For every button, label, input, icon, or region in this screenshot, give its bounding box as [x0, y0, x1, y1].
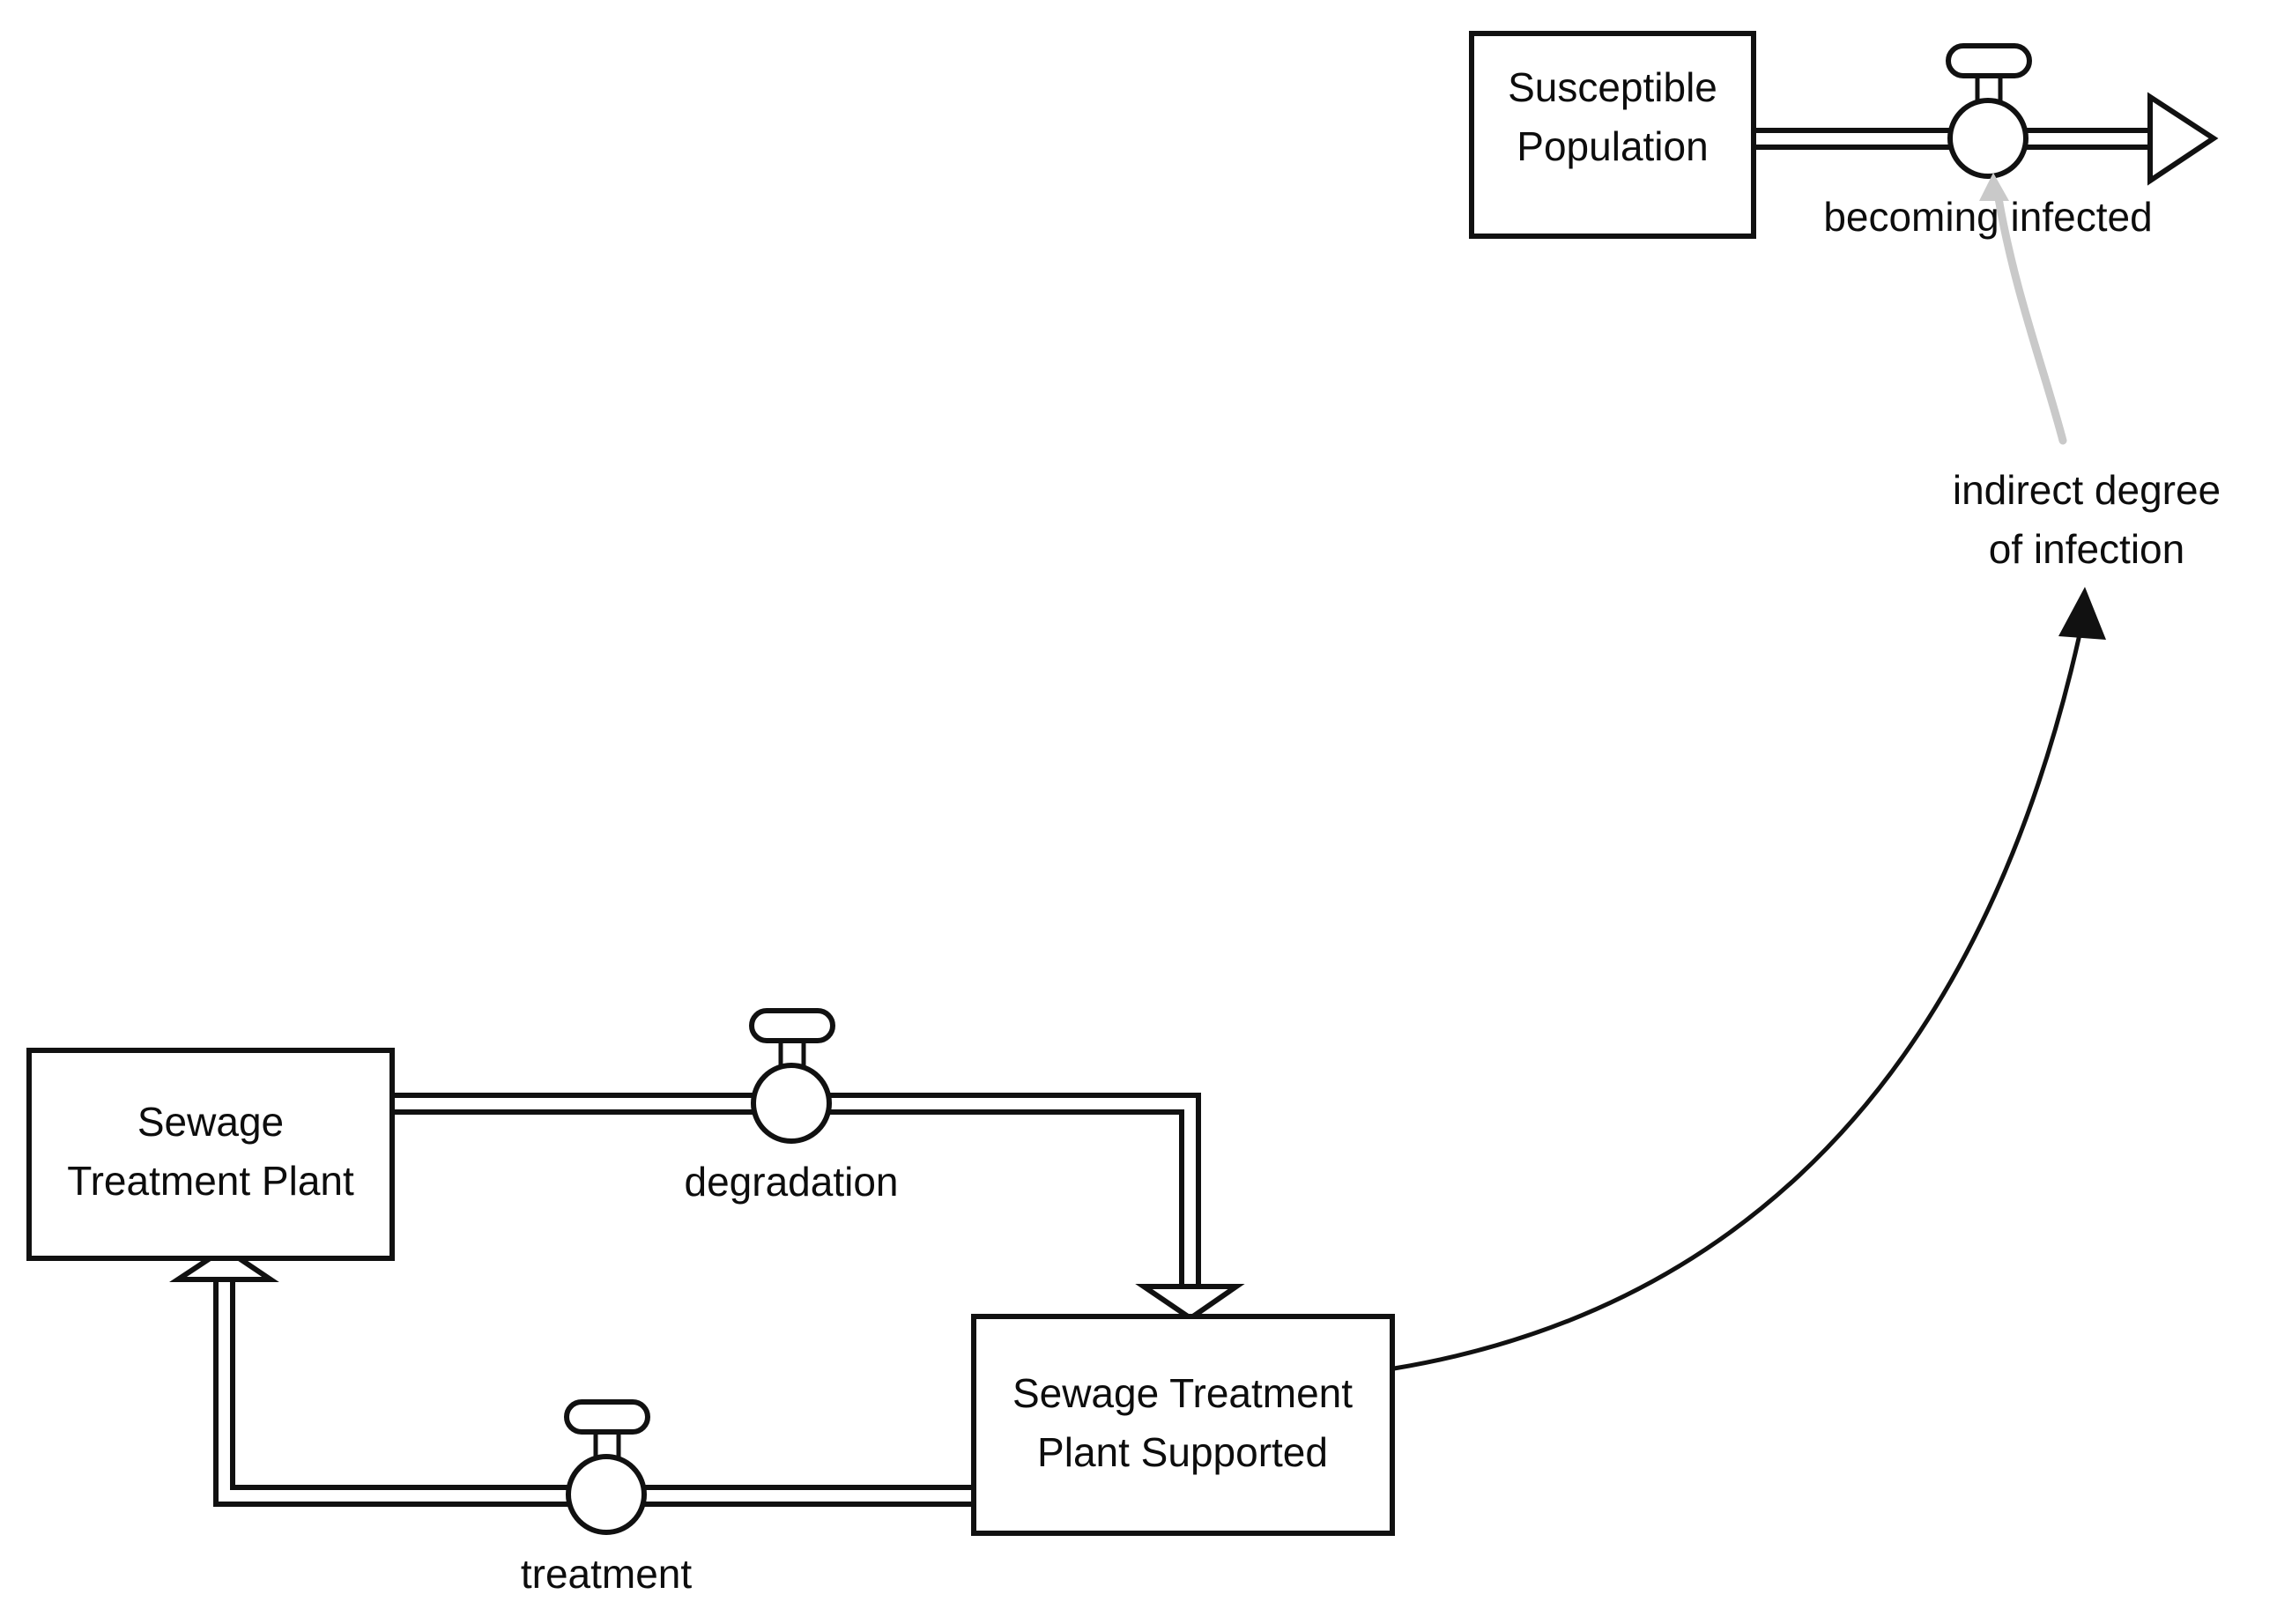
valve-cap-becoming-infected — [1946, 43, 2032, 78]
aux-indirect-degree-of-infection[interactable]: indirect degree of infection — [1953, 467, 2221, 572]
flow-arrowhead-into-supported-icon — [1135, 1284, 1245, 1322]
causal-gray-arrowhead-icon — [1979, 173, 2009, 201]
pipe-outer-line-treatment-left — [213, 1273, 644, 1507]
causal-link-supported-to-indirect-degree — [1393, 587, 2106, 1371]
flow-label-becoming-infected: becoming infected — [1823, 194, 2152, 240]
valve-treatment[interactable] — [564, 1399, 650, 1535]
valve-becoming-infected[interactable] — [1946, 43, 2032, 179]
stock-box-sewage-treatment-plant — [26, 1048, 395, 1261]
stock-label-susceptible-population-line2: Population — [1517, 123, 1708, 169]
causal-gray-curve — [1994, 194, 2067, 445]
pipe-inner-line-treatment-left — [230, 1273, 644, 1490]
flow-arrowhead-into-plant-icon — [169, 1245, 279, 1282]
stock-sewage-treatment-plant-supported[interactable]: Sewage Treatment Plant Supported — [971, 1314, 1395, 1536]
valve-cap-treatment — [564, 1399, 650, 1435]
causal-black-curve — [1393, 634, 2082, 1371]
causal-black-arrowhead-icon — [2058, 587, 2106, 640]
stock-susceptible-population[interactable]: Susceptible Population — [1469, 31, 1756, 239]
valve-circle-treatment — [566, 1454, 647, 1535]
stock-label-supported-line2: Plant Supported — [1037, 1429, 1328, 1475]
stock-label-susceptible-population-line1: Susceptible — [1508, 64, 1717, 110]
valve-degradation[interactable] — [749, 1008, 835, 1144]
flow-pipe-becoming-infected — [1752, 92, 2219, 186]
flow-pipe-treatment — [169, 1245, 972, 1507]
flow-pipe-degradation — [390, 1093, 1245, 1322]
stock-label-sewage-treatment-plant-line1: Sewage — [137, 1099, 284, 1145]
flow-label-degradation: degradation — [685, 1159, 899, 1205]
aux-label-indirect-degree-line1: indirect degree — [1953, 467, 2221, 513]
pipe-inner-line-degradation-right — [829, 1109, 1184, 1294]
pipe-outer-line-degradation-right — [829, 1093, 1201, 1294]
stock-box-sewage-treatment-plant-supported — [971, 1314, 1395, 1536]
stock-sewage-treatment-plant[interactable]: Sewage Treatment Plant — [26, 1048, 395, 1261]
stock-label-sewage-treatment-plant-line2: Treatment Plant — [67, 1158, 354, 1204]
stock-box-susceptible-population — [1469, 31, 1756, 239]
causal-link-indirect-degree-to-becoming-infected — [1979, 173, 2067, 445]
valve-circle-degradation — [751, 1063, 832, 1144]
aux-label-indirect-degree-line2: of infection — [1989, 526, 2184, 572]
stock-label-supported-line1: Sewage Treatment — [1012, 1370, 1353, 1416]
flow-sink-arrowhead-icon — [2147, 92, 2219, 186]
flow-label-treatment: treatment — [521, 1551, 693, 1597]
valve-cap-degradation — [749, 1008, 835, 1043]
valve-circle-becoming-infected — [1947, 98, 2029, 179]
